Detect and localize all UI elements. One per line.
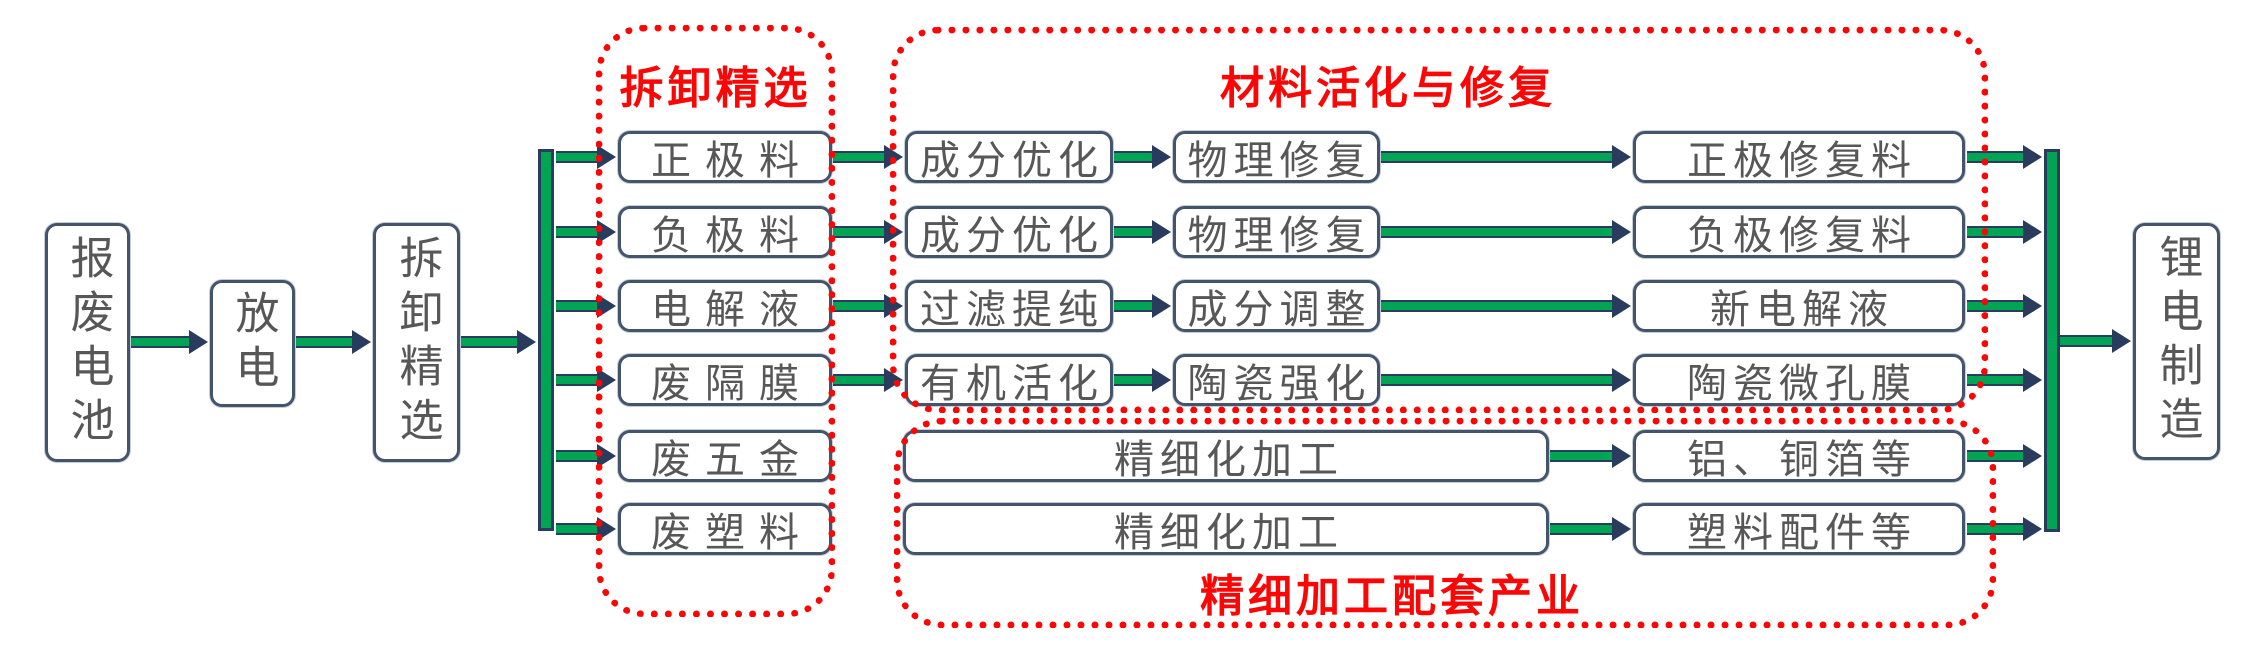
node-disassembly: 拆卸精选 bbox=[373, 223, 460, 462]
flow-arrow bbox=[1549, 523, 1612, 535]
flow-arrow bbox=[1967, 523, 2023, 535]
node-waste-plastic: 废塑料 bbox=[618, 503, 832, 556]
flow-arrow bbox=[1967, 300, 2023, 312]
flow-arrow bbox=[130, 336, 189, 348]
node-composition-optimize-1: 成分优化 bbox=[905, 131, 1113, 184]
node-physical-repair-2: 物理修复 bbox=[1173, 206, 1380, 259]
flow-arrow bbox=[1380, 374, 1612, 386]
node-electrolyte: 电解液 bbox=[618, 280, 832, 333]
flow-arrow bbox=[832, 374, 884, 386]
flow-arrow bbox=[1113, 226, 1152, 238]
node-cathode-material: 正极料 bbox=[618, 131, 832, 184]
flow-arrow bbox=[556, 374, 597, 386]
node-cathode-repaired: 正极修复料 bbox=[1633, 131, 1965, 184]
node-plastic-parts: 塑料配件等 bbox=[1633, 503, 1965, 556]
flow-arrow bbox=[1380, 300, 1612, 312]
flow-arrow bbox=[556, 226, 597, 238]
flow-arrow bbox=[556, 450, 597, 462]
node-filter-purify: 过滤提纯 bbox=[905, 280, 1113, 333]
node-discharge: 放电 bbox=[210, 280, 295, 407]
node-composition-optimize-2: 成分优化 bbox=[905, 206, 1113, 259]
flow-arrow bbox=[556, 151, 597, 163]
collection-bar bbox=[2044, 149, 2060, 532]
node-li-battery-manufacturing: 锂电制造 bbox=[2133, 223, 2220, 460]
flow-arrow bbox=[832, 300, 884, 312]
group-label-fine-processing-industry: 精细加工配套产业 bbox=[1200, 571, 1584, 622]
flow-arrow bbox=[1967, 374, 2023, 386]
node-waste-separator: 废隔膜 bbox=[618, 354, 832, 407]
node-new-electrolyte: 新电解液 bbox=[1633, 280, 1965, 333]
node-physical-repair-1: 物理修复 bbox=[1173, 131, 1380, 184]
node-anode-repaired: 负极修复料 bbox=[1633, 206, 1965, 259]
flow-arrow bbox=[460, 336, 517, 348]
flow-arrow bbox=[556, 523, 597, 535]
group-label-material-activation-repair: 材料活化与修复 bbox=[1220, 63, 1556, 114]
flow-arrow bbox=[832, 226, 884, 238]
node-fine-processing-2: 精细化加工 bbox=[903, 503, 1549, 556]
node-composition-adjust: 成分调整 bbox=[1173, 280, 1380, 333]
flow-arrow bbox=[556, 300, 597, 312]
flow-arrow bbox=[2060, 335, 2112, 347]
flow-arrow bbox=[1967, 151, 2023, 163]
node-scrap-battery: 报废电池 bbox=[45, 223, 130, 462]
flow-arrow bbox=[1549, 450, 1612, 462]
node-aluminum-copper-foil: 铝、铜箔等 bbox=[1633, 430, 1965, 483]
node-waste-hardware: 废五金 bbox=[618, 430, 832, 483]
group-label-disassembly-sorting: 拆卸精选 bbox=[619, 63, 812, 114]
flow-arrow bbox=[1967, 450, 2023, 462]
flow-arrow bbox=[1380, 151, 1612, 163]
node-ceramic-strengthen: 陶瓷强化 bbox=[1173, 354, 1380, 407]
flow-arrow bbox=[1113, 151, 1152, 163]
flow-arrow bbox=[1113, 300, 1152, 312]
flow-arrow bbox=[1113, 374, 1152, 386]
node-ceramic-membrane: 陶瓷微孔膜 bbox=[1633, 354, 1965, 407]
flow-arrow bbox=[1380, 226, 1612, 238]
flow-arrow bbox=[295, 336, 352, 348]
node-organic-activation: 有机活化 bbox=[905, 354, 1113, 407]
node-fine-processing-1: 精细化加工 bbox=[903, 430, 1549, 483]
flow-arrow bbox=[832, 151, 884, 163]
node-anode-material: 负极料 bbox=[618, 206, 832, 259]
flow-arrow bbox=[1967, 226, 2023, 238]
distribution-bar bbox=[538, 149, 554, 531]
